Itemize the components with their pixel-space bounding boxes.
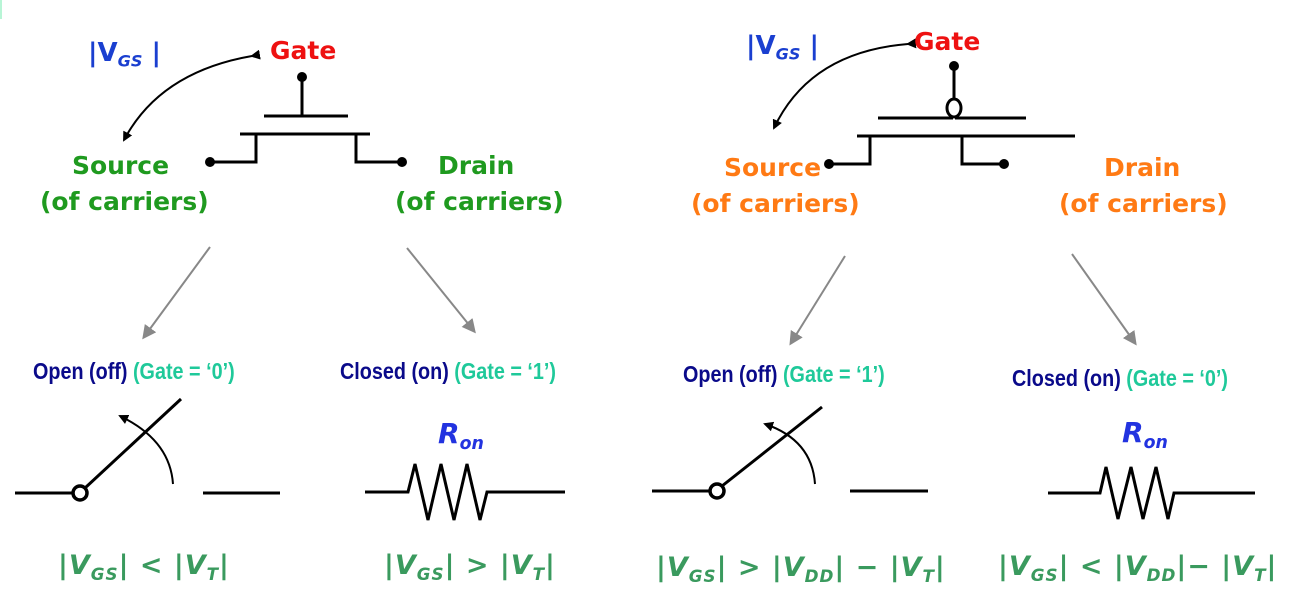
edge-marker [0, 0, 2, 19]
nmos-source-sublabel: (of carriers) [40, 187, 209, 216]
pmos-off-condition: |VGS| > |VDD| − |VT| [656, 552, 946, 586]
nmos-drain-label: Drain [438, 151, 515, 180]
pmos-off-state-label: Open (off) (Gate = ‘1’) [683, 361, 885, 387]
pmos-inversion-bubble [945, 97, 963, 119]
nmos-gate-label: Gate [270, 36, 337, 65]
pmos-ron-label: Ron [1122, 416, 1168, 454]
pmos-vgs-arrow [772, 38, 917, 130]
nmos-source-terminal [205, 157, 215, 167]
pmos-drain-wire [960, 136, 1004, 166]
pmos-gate-label: Gate [914, 27, 981, 56]
pmos-off-flow-arrow [789, 255, 846, 346]
nmos-vgs-arrow [123, 49, 261, 142]
nmos-switch-motion-arrow [118, 414, 174, 485]
pmos-gate-terminal [949, 61, 959, 71]
pmos-source-label: Source [724, 153, 822, 182]
nmos-on-condition: |VGS| > |VT| [384, 550, 556, 584]
nmos-drain-sublabel: (of carriers) [395, 187, 564, 216]
pmos-switch-motion-arrow [763, 421, 816, 485]
nmos-source-wire [210, 134, 258, 164]
pmos-drain-terminal [999, 159, 1009, 169]
nmos-gate-terminal [297, 72, 307, 82]
pmos-drain-sublabel: (of carriers) [1059, 189, 1228, 218]
nmos-off-condition: |VGS| < |VT| [58, 550, 230, 584]
pmos-source-sublabel: (of carriers) [691, 189, 860, 218]
nmos-transistor-symbol [210, 77, 402, 164]
pmos-on-state-label: Closed (on) (Gate = ‘0’) [1012, 365, 1228, 391]
pmos-source-wire [829, 136, 872, 166]
pmos-source-terminal [824, 159, 834, 169]
nmos-ron-label: Ron [438, 417, 484, 455]
nmos-off-state-label: Open (off) (Gate = ‘0’) [33, 358, 235, 384]
nmos-on-state-label: Closed (on) (Gate = ‘1’) [340, 358, 556, 384]
nmos-resistor-symbol [365, 463, 565, 521]
nmos-source-label: Source [72, 151, 170, 180]
pmos-on-condition: |VGS| < |VDD|− |VT| [998, 551, 1278, 585]
nmos-drain-terminal [397, 157, 407, 167]
pmos-open-switch-symbol [652, 405, 928, 500]
nmos-drain-wire [354, 134, 402, 164]
nmos-vgs-label: |VGS | [88, 38, 162, 71]
pmos-vgs-label: |VGS | [746, 31, 820, 64]
pmos-drain-label: Drain [1104, 153, 1181, 182]
nmos-off-flow-arrow [142, 246, 211, 340]
pmos-on-flow-arrow [1071, 253, 1137, 346]
nmos-open-switch-symbol [15, 397, 280, 502]
pmos-resistor-symbol [1048, 466, 1255, 520]
nmos-on-flow-arrow [406, 247, 476, 334]
pmos-transistor-symbol [829, 66, 1075, 166]
